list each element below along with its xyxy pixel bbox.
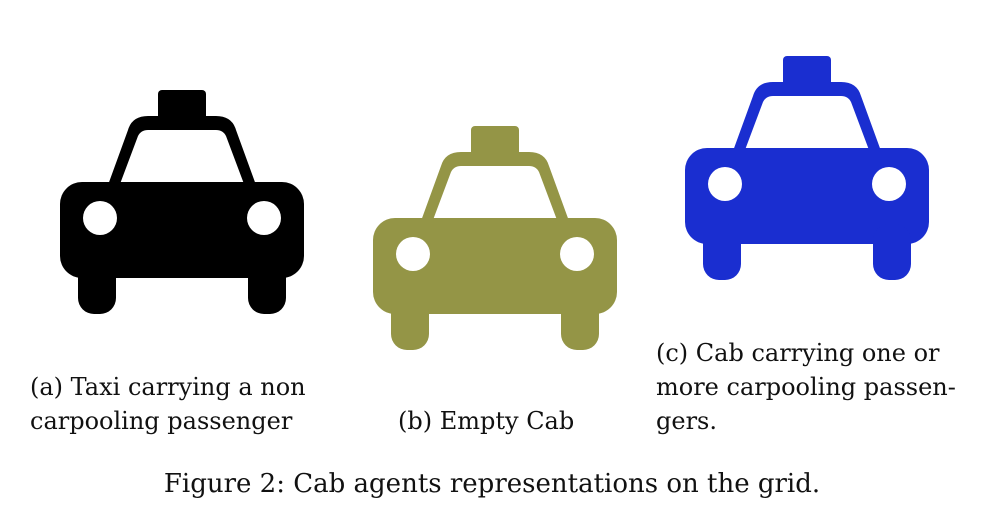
taxi-icon [373, 126, 617, 350]
subfigure-caption-b: (b) Empty Cab [398, 404, 618, 438]
subfigure-caption-c: (c) Cab carrying one or more carpooling … [656, 336, 966, 438]
figure-caption: Figure 2: Cab agents representations on … [163, 469, 821, 499]
taxi-icon [685, 56, 929, 280]
caption-line: (a) Taxi carrying a non [30, 373, 306, 401]
caption-line: gers. [656, 407, 717, 435]
caption-line: more carpooling passen- [656, 373, 956, 401]
taxi-icon [60, 90, 304, 314]
subfigure-caption-a: (a) Taxi carrying a non carpooling passe… [30, 370, 350, 438]
caption-line: carpooling passenger [30, 407, 293, 435]
caption-line: (c) Cab carrying one or [656, 339, 940, 367]
caption-line: (b) Empty Cab [398, 407, 575, 435]
